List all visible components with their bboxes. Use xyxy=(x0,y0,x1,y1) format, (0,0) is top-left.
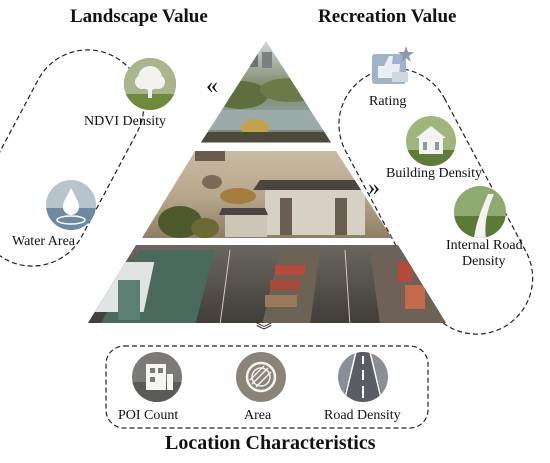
area-icon xyxy=(236,352,286,402)
recreation-value-title: Recreation Value xyxy=(318,6,457,27)
road-density-label: Road Density xyxy=(324,408,401,423)
poi-count-label: POI Count xyxy=(118,408,179,423)
landscape-value-title: Landscape Value xyxy=(70,6,208,27)
internal-road-density-label-line1: Internal Road xyxy=(446,238,523,253)
water-drop-icon xyxy=(46,180,96,230)
road-icon xyxy=(454,186,506,238)
pyramid-bottom-street-photo xyxy=(88,245,446,323)
area-label: Area xyxy=(244,408,272,423)
ndvi-density-label: NDVI Density xyxy=(84,114,167,129)
pyramid-middle-plaza-photo xyxy=(142,151,392,238)
water-area-label: Water Area xyxy=(12,234,75,249)
location-dashed-region xyxy=(105,345,429,429)
arrow-left: « xyxy=(206,73,218,99)
recreation-dashed-region xyxy=(338,67,534,335)
rating-label: Rating xyxy=(369,94,407,109)
thumbs-up-rating-icon xyxy=(366,44,416,90)
arrow-right: » xyxy=(368,175,380,201)
poi-building-icon xyxy=(132,352,182,402)
building-density-label: Building Density xyxy=(386,166,483,181)
building-icon xyxy=(406,116,456,166)
landscape-dashed-region xyxy=(0,49,145,267)
tree-icon xyxy=(124,58,176,110)
arrow-down: ︾ xyxy=(256,323,273,340)
location-characteristics-title: Location Characteristics xyxy=(165,432,376,454)
internal-road-density-label-line2: Density xyxy=(462,254,506,269)
road-density-icon xyxy=(338,352,388,402)
